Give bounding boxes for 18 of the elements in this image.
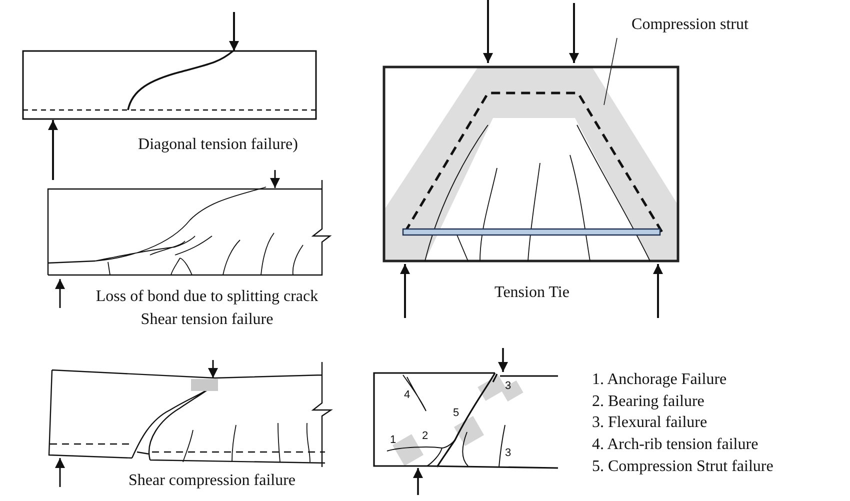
list-item: 4. Arch-rib tension failure — [592, 436, 758, 454]
leader-line — [604, 38, 618, 106]
caption: Tension Tie — [494, 284, 570, 302]
callout-number: 5 — [452, 406, 460, 420]
callout-number: 3 — [504, 380, 512, 392]
list-item: 2. Bearing failure — [592, 393, 704, 411]
callout-number: 3 — [504, 446, 512, 460]
callout-number: 4 — [404, 388, 410, 402]
caption: Shear compression failure — [128, 472, 296, 490]
list-item: 3. Flexural failure — [592, 414, 708, 432]
caption: Shear tension failure — [140, 311, 274, 329]
caption: Loss of bond due to splitting crack — [96, 288, 318, 306]
caption: Diagonal tension failure) — [138, 136, 298, 154]
callout-number: 2 — [422, 430, 428, 442]
callout-number: 1 — [390, 434, 396, 446]
list-item: 5. Compression Strut failure — [592, 458, 774, 476]
list-item: 1. Anchorage Failure — [592, 371, 727, 389]
strut-label: Compression strut — [632, 16, 748, 34]
